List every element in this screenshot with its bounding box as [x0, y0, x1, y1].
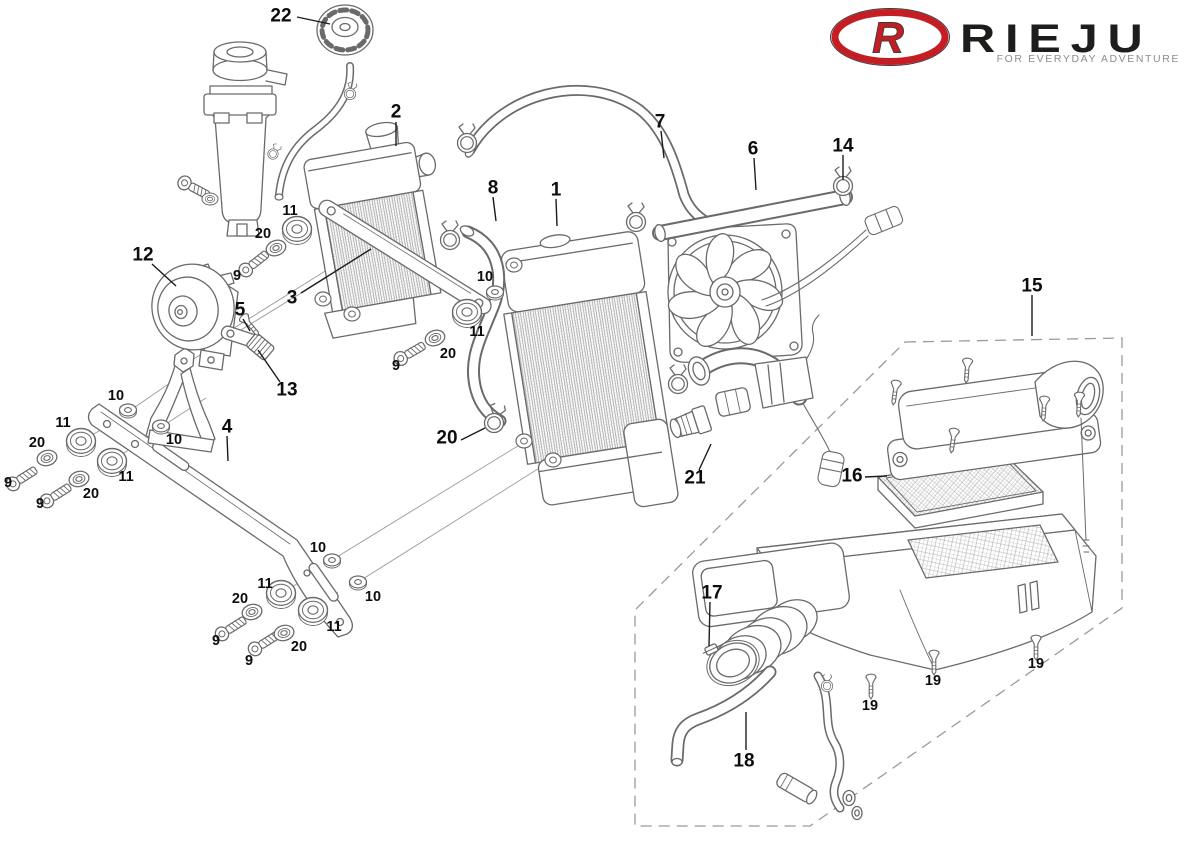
part-callout-9: 9 — [212, 633, 220, 649]
hose-clip — [820, 674, 834, 693]
part-callout-2: 2 — [391, 102, 402, 123]
part-callout-11: 11 — [469, 324, 484, 340]
drain-hose-18 — [670, 665, 777, 767]
grommet-11 — [65, 427, 97, 458]
logo-emblem-letter: R — [872, 14, 904, 63]
logo-oval-outline — [830, 8, 950, 66]
wiring-harness — [761, 205, 904, 488]
logo-oval — [831, 9, 949, 65]
washer-10 — [485, 285, 505, 301]
hose-clamp — [439, 220, 461, 251]
part-callout-20: 20 — [291, 639, 307, 655]
washer-10 — [348, 575, 368, 591]
part-callout-1: 1 — [551, 180, 562, 201]
part-callout-10: 10 — [310, 540, 326, 556]
thermo-switch-21 — [669, 356, 814, 439]
part-callout-11: 11 — [257, 576, 272, 592]
part-callout-20: 20 — [255, 226, 271, 242]
washer-10 — [322, 553, 342, 569]
brand-wordmark: RIEJU — [960, 17, 1153, 61]
serrated-stud — [246, 332, 275, 361]
bracket-5 — [220, 325, 275, 361]
part-callout-9: 9 — [233, 268, 241, 284]
part-callout-11: 11 — [282, 203, 297, 219]
brand-tagline: FOR EVERYDAY ADVENTURE — [997, 53, 1180, 65]
spark-cap — [817, 450, 845, 488]
part-callout-19: 19 — [925, 673, 941, 689]
radiator-main-boss — [505, 257, 523, 273]
radiator-main — [500, 231, 679, 508]
airbox-screw-19 — [865, 673, 877, 700]
part-callout-12: 12 — [132, 245, 153, 266]
grommet-11 — [297, 596, 329, 627]
hose-clamp — [667, 364, 689, 395]
bracket-3 — [318, 199, 492, 315]
hose-7 — [464, 84, 710, 226]
part-callout-21: 21 — [684, 468, 706, 489]
part-callout-18: 18 — [733, 751, 754, 772]
part-callout-17: 17 — [701, 583, 722, 604]
airbox-group-dashed-border — [634, 337, 1123, 827]
part-callout-20: 20 — [440, 346, 456, 362]
radiator-secondary-boss — [343, 306, 361, 322]
fan-blades — [667, 233, 784, 347]
part-callout-14: 14 — [832, 136, 854, 157]
cover-long-screw — [1072, 391, 1090, 553]
cooling-fan — [666, 223, 803, 363]
part-callout-5: 5 — [235, 300, 246, 321]
part-callout-8: 8 — [488, 178, 499, 199]
part-callout-7: 7 — [655, 112, 666, 133]
part-callout-3: 3 — [287, 288, 298, 309]
radiator-cap — [316, 4, 374, 56]
intake-bellows — [702, 599, 818, 687]
grommet-11 — [281, 215, 313, 246]
airbox-snorkel — [1034, 360, 1104, 429]
washer-10 — [118, 403, 138, 419]
part-callout-10: 10 — [108, 388, 124, 404]
bellows-clamp-17 — [702, 643, 721, 656]
part-callout-19: 19 — [862, 698, 878, 714]
hose-clamp — [456, 123, 478, 154]
radiator-main-boss — [544, 452, 562, 468]
cover-screw — [960, 357, 974, 384]
rieju-logo: R RIEJU FOR EVERYDAY ADVENTURE — [830, 8, 1180, 66]
part-callout-11: 11 — [55, 415, 70, 431]
radiator-secondary-boss — [314, 291, 332, 307]
washer-20 — [34, 447, 60, 469]
expansion-tank — [203, 41, 288, 237]
part-callout-22: 22 — [270, 6, 291, 27]
part-callout-13: 13 — [276, 380, 297, 401]
part-callout-10: 10 — [477, 269, 493, 285]
part-callout-10: 10 — [166, 432, 182, 448]
part-callout-9: 9 — [36, 496, 44, 512]
part-callout-9: 9 — [392, 358, 400, 374]
callout-leader-lines — [151, 16, 1033, 750]
radiator-main-boss — [515, 433, 533, 449]
part-callout-11: 11 — [326, 619, 341, 635]
part-callout-11: 11 — [118, 469, 133, 485]
part-callout-6: 6 — [748, 139, 759, 160]
hose-6 — [652, 187, 853, 243]
part-callout-10: 10 — [365, 589, 381, 605]
hose-8 — [459, 225, 507, 428]
breather-hose — [776, 671, 863, 821]
part-callout-16: 16 — [841, 466, 862, 487]
part-callout-20: 20 — [29, 435, 45, 451]
tank-mount-washer — [201, 192, 219, 206]
part-callout-20: 20 — [83, 486, 99, 502]
part-callout-9: 9 — [4, 475, 12, 491]
part-callout-20: 20 — [436, 428, 457, 449]
hose-clip — [265, 141, 284, 162]
airbox-body — [692, 513, 1097, 671]
part-callout-19: 19 — [1028, 656, 1044, 672]
radiator-secondary — [303, 121, 442, 339]
bolt-9 — [235, 247, 272, 281]
part-callout-20: 20 — [232, 591, 248, 607]
hose-clamp — [625, 202, 647, 233]
part-callout-4: 4 — [222, 417, 233, 438]
part-callout-9: 9 — [245, 653, 253, 669]
part-callout-15: 15 — [1021, 276, 1043, 297]
